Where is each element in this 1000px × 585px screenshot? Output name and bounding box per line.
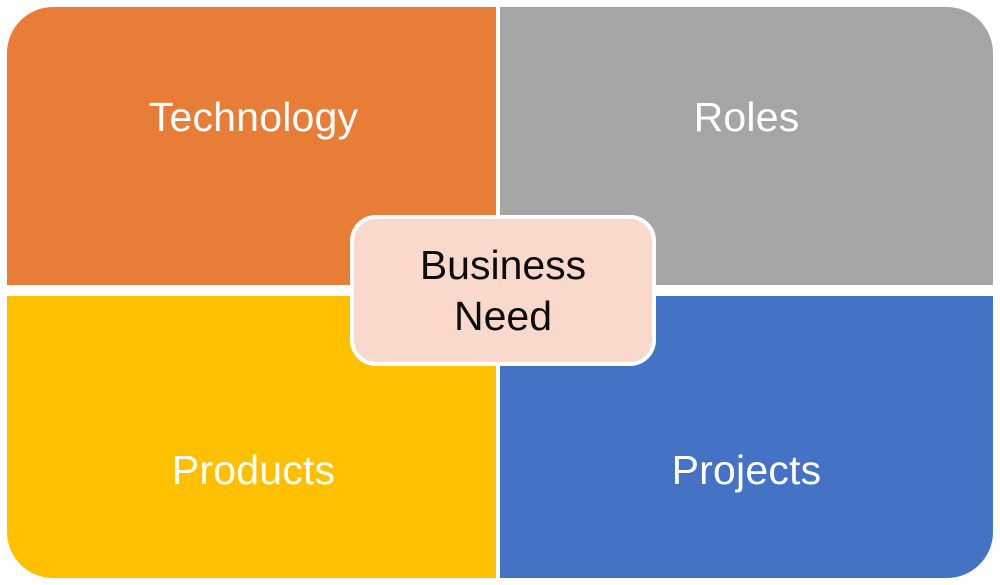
center-callout-label: Business Need — [419, 242, 587, 339]
quadrant-projects-label: Projects — [671, 447, 822, 494]
quadrant-products-label: Products — [171, 447, 336, 494]
quadrant-technology[interactable]: Technology — [7, 7, 500, 289]
quadrant-technology-label: Technology — [148, 94, 359, 141]
center-callout-business-need[interactable]: Business Need — [350, 215, 656, 366]
quadrant-roles-label: Roles — [693, 94, 800, 141]
quadrant-products[interactable]: Products — [7, 296, 500, 578]
